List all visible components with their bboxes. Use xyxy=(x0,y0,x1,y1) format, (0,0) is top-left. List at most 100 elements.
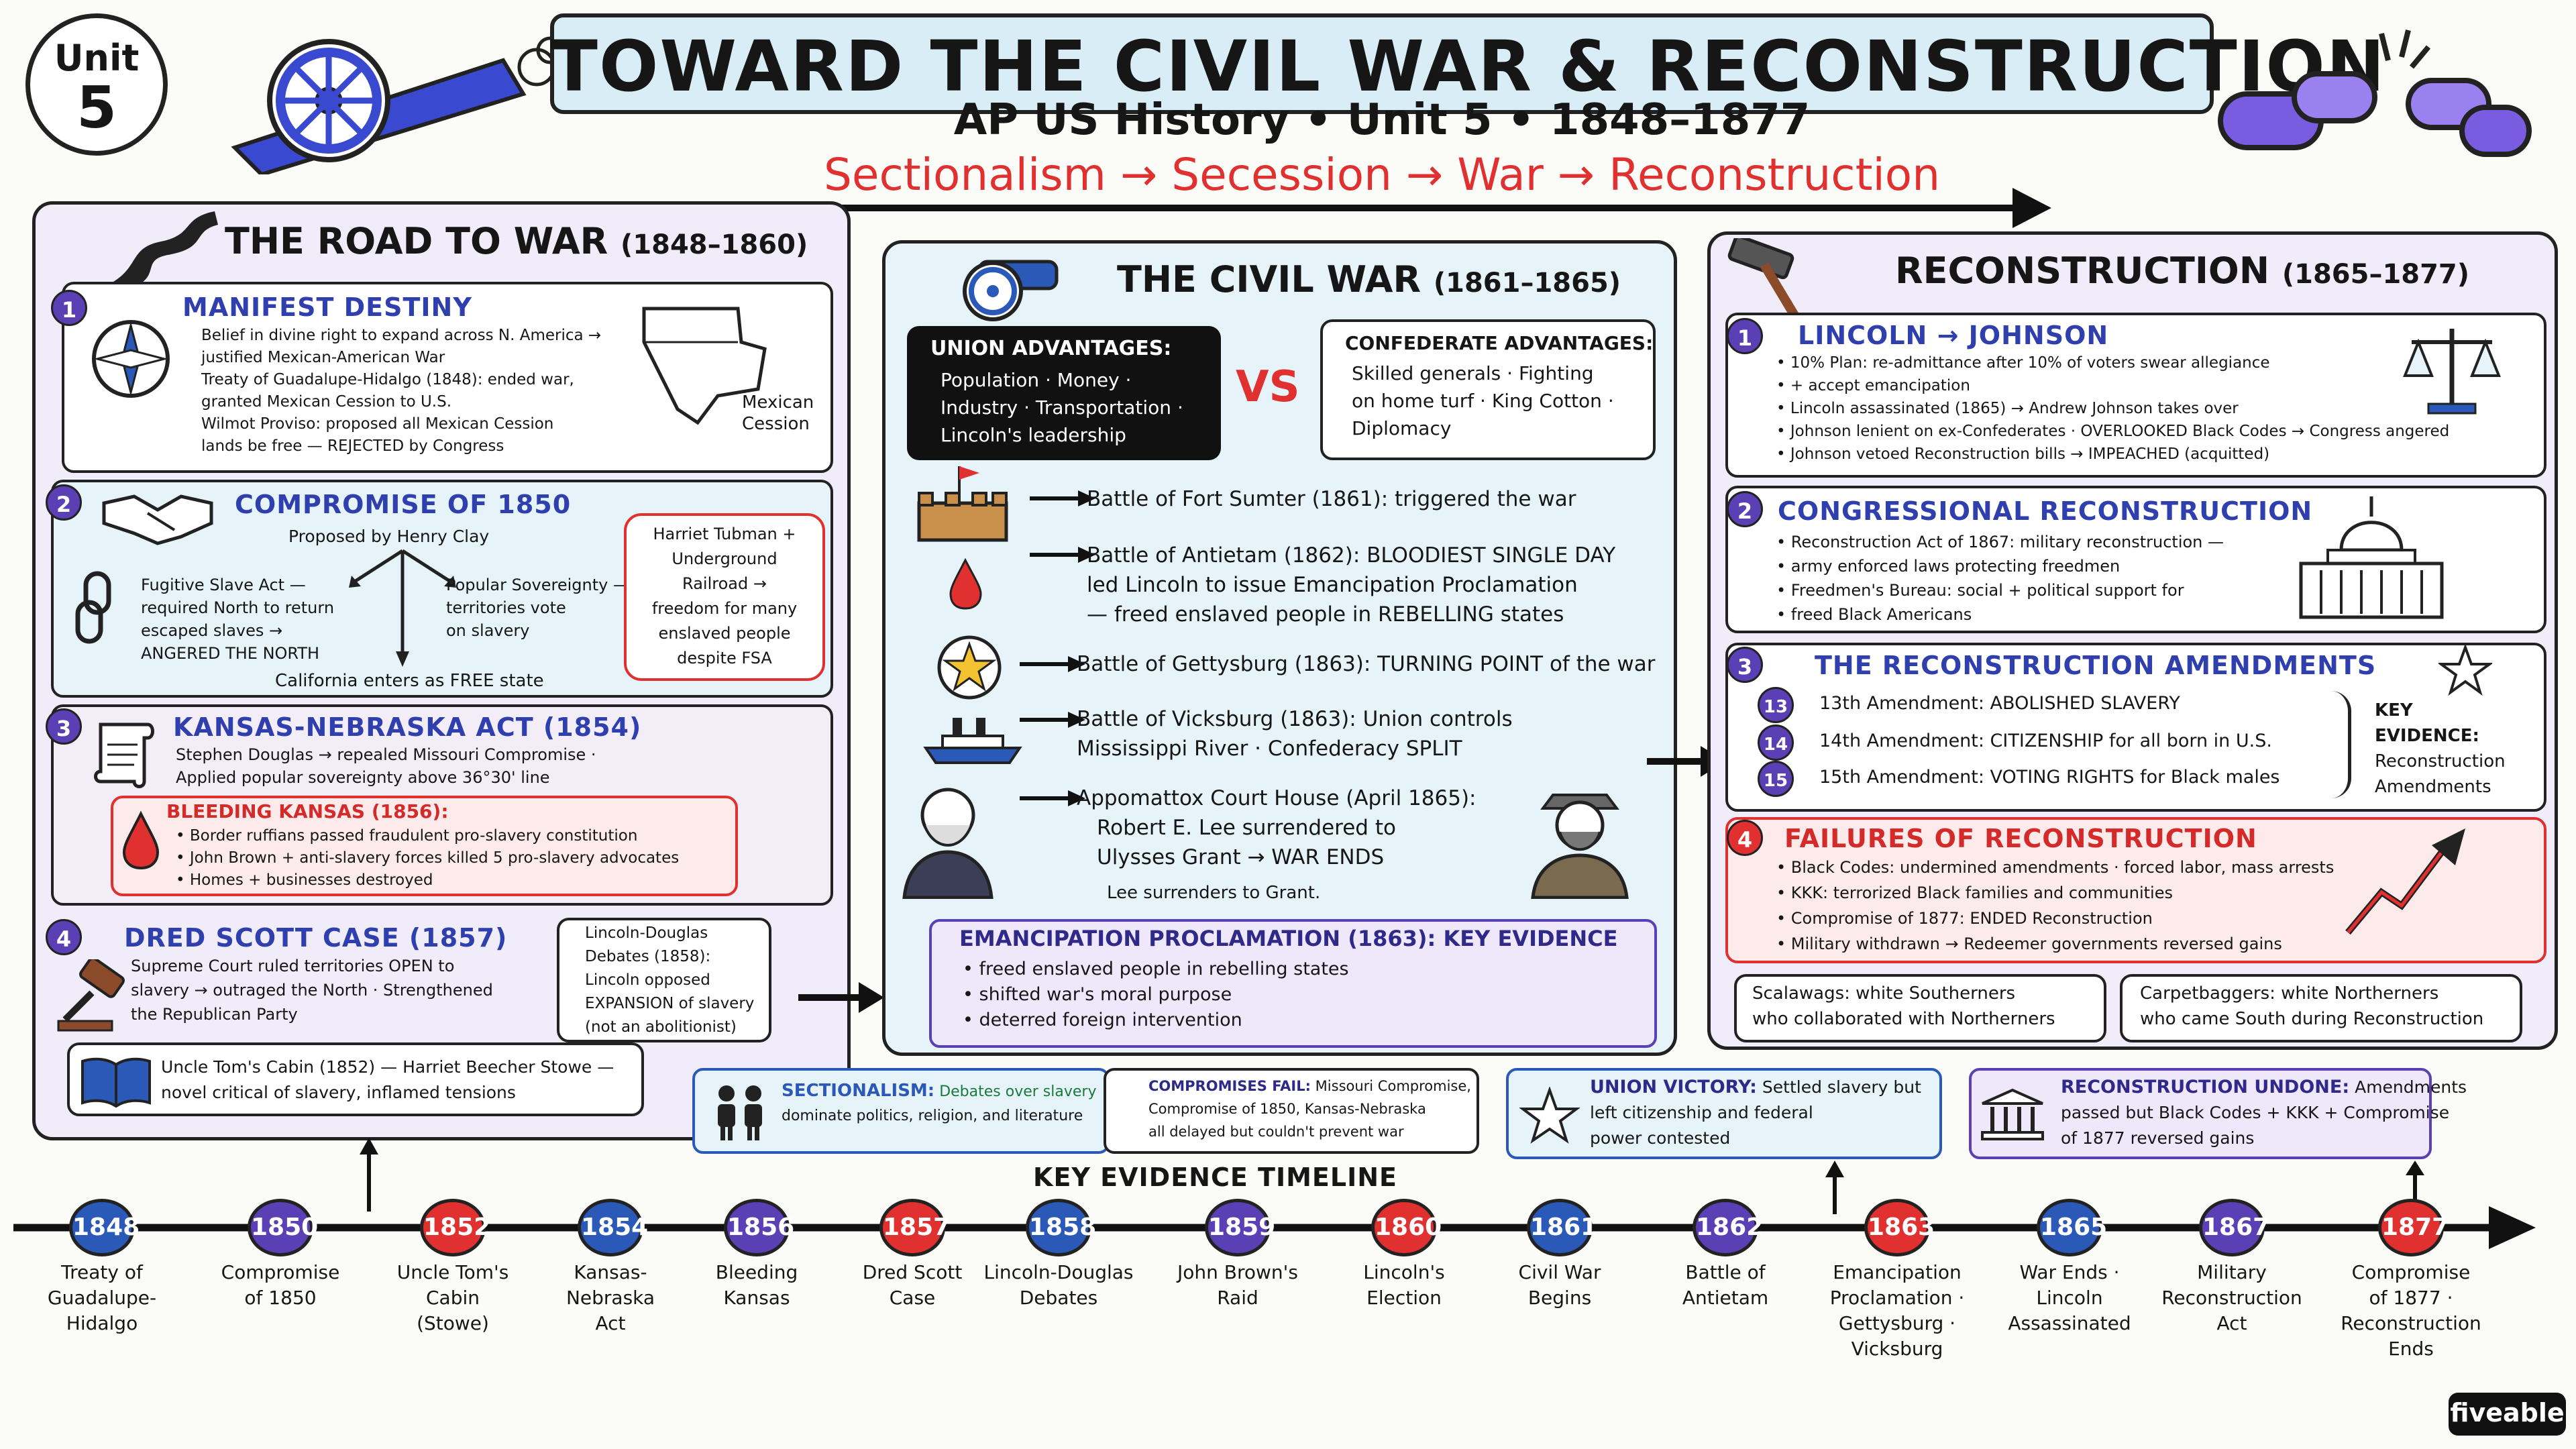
cannon-icon xyxy=(231,36,564,174)
california-text: California enters as FREE state xyxy=(275,671,544,691)
scales-icon xyxy=(2403,329,2501,415)
arrow-right-icon xyxy=(1020,712,1085,728)
timeline-year-1852: 1852 xyxy=(420,1199,490,1256)
battle-antietam: Battle of Antietam (1862): BLOODIEST SIN… xyxy=(1087,543,1616,627)
road-title: THE ROAD TO WAR (1848–1860) xyxy=(225,220,808,262)
timeline-year-1850: 1850 xyxy=(248,1199,318,1256)
branch-arrows-icon xyxy=(349,549,456,667)
timeline-year-1877: 1877 xyxy=(2378,1199,2449,1256)
blood-drop-icon xyxy=(122,810,160,870)
timeline-year-1861: 1861 xyxy=(1527,1199,1597,1256)
timeline-label-line: Hidalgo xyxy=(66,1312,138,1334)
section-number: 3 xyxy=(1727,647,1763,683)
amendments-brace xyxy=(2331,691,2351,798)
bleeding-kansas-list: Border ruffians passed fraudulent pro-sl… xyxy=(176,825,679,892)
courthouse-icon xyxy=(1981,1088,2044,1140)
timeline-label-line: Battle of xyxy=(1685,1261,1766,1283)
timeline-label-line: Begins xyxy=(1527,1287,1592,1309)
arrow-right-icon xyxy=(1030,490,1095,506)
timeline-year-1857: 1857 xyxy=(879,1199,950,1256)
arrow-right-icon xyxy=(1020,656,1085,672)
failures-list: Black Codes: undermined amendments · for… xyxy=(1776,855,2334,957)
lincoln-douglas-card xyxy=(557,918,771,1042)
timeline-label-line: Uncle Tom's xyxy=(396,1261,509,1283)
timeline-label-line: War Ends · xyxy=(2019,1261,2120,1283)
bleeding-kansas-title: BLEEDING KANSAS (1856): xyxy=(166,800,449,822)
timeline-label-line: Compromise xyxy=(221,1261,340,1283)
timeline-label-line: Proclamation · xyxy=(1829,1287,1965,1309)
civil-war-title: THE CIVIL WAR (1861–1865) xyxy=(1117,258,1621,301)
arrow-up-icon xyxy=(360,1138,378,1212)
union-victory-card xyxy=(1506,1068,1942,1159)
unit-label: Unit xyxy=(54,37,140,79)
timeline-year-1848: 1848 xyxy=(69,1199,140,1256)
timeline-year-1858: 1858 xyxy=(1026,1199,1096,1256)
section-number: 3 xyxy=(46,708,82,745)
amendment-13-text: 13th Amendment: ABOLISHED SLAVERY xyxy=(1819,693,2180,714)
lincoln-johnson-title: LINCOLN → JOHNSON xyxy=(1798,321,2109,350)
timeline-label-line: Civil War xyxy=(1518,1261,1601,1283)
uncle-toms-cabin-card xyxy=(67,1042,644,1116)
vs-label: VS xyxy=(1236,362,1300,412)
manifest-destiny-title: MANIFEST DESTINY xyxy=(182,292,472,322)
timeline-label-line: Bleeding xyxy=(715,1261,798,1283)
lincoln-johnson-list: 10% Plan: re-admittance after 10% of vot… xyxy=(1776,352,2449,466)
battle-gettysburg: Battle of Gettysburg (1863): TURNING POI… xyxy=(1077,652,1656,676)
amendments-title: THE RECONSTRUCTION AMENDMENTS xyxy=(1815,651,2377,680)
broken-chain-icon xyxy=(2218,30,2532,157)
arrow-up-icon xyxy=(1825,1161,1844,1214)
timeline-label-line: Lincoln-Douglas xyxy=(983,1261,1134,1283)
timeline-label-line: Assassinated xyxy=(2008,1312,2131,1334)
arrow-right-icon xyxy=(657,188,2051,228)
timeline-year-1854: 1854 xyxy=(578,1199,648,1256)
fugitive-slave-act-text: Fugitive Slave Act —required North to re… xyxy=(141,576,335,663)
timeline-label-line: Debates xyxy=(1019,1287,1098,1309)
hammer-icon xyxy=(1727,238,1799,318)
unit-badge: Unit 5 xyxy=(25,13,168,156)
portrait-grant-icon xyxy=(1531,794,1629,899)
manifest-destiny-text: Belief in divine right to expand across … xyxy=(201,327,602,455)
uncle-toms-cabin-text: Uncle Tom's Cabin (1852) — Harriet Beech… xyxy=(161,1057,614,1102)
confederate-advantages-title: CONFEDERATE ADVANTAGES: xyxy=(1345,332,1654,354)
book-icon xyxy=(81,1057,151,1108)
star-icon xyxy=(937,635,1002,700)
compromise-title: COMPROMISE OF 1850 xyxy=(235,490,572,519)
timeline-label-line: Reconstruction xyxy=(2161,1287,2302,1309)
timeline-label-line: Dred Scott xyxy=(862,1261,963,1283)
chain-icon xyxy=(75,571,111,644)
timeline-label-line: Lincoln's xyxy=(1363,1261,1445,1283)
cannon-icon xyxy=(963,260,1059,321)
timeline-year-1863: 1863 xyxy=(1864,1199,1935,1256)
emancipation-title: EMANCIPATION PROCLAMATION (1863): KEY EV… xyxy=(959,926,1618,951)
arrow-right-icon xyxy=(1030,547,1095,563)
timeline-year-1867: 1867 xyxy=(2199,1199,2269,1256)
timeline-label-line: Compromise xyxy=(2351,1261,2471,1283)
brand-logo: fiveable xyxy=(2449,1393,2566,1436)
timeline-label-line: Military xyxy=(2197,1261,2267,1283)
timeline-label-line: Treaty of xyxy=(61,1261,143,1283)
battle-fort-sumter: Battle of Fort Sumter (1861): triggered … xyxy=(1087,487,1576,511)
compass-icon xyxy=(92,320,170,398)
timeline-label-line: Cabin xyxy=(425,1287,480,1309)
carpetbaggers-card xyxy=(2120,974,2522,1042)
amendments-card xyxy=(1725,643,2546,812)
scroll-icon xyxy=(94,722,154,788)
scalawags-card xyxy=(1734,974,2106,1042)
amendment-14-text: 14th Amendment: CITIZENSHIP for all born… xyxy=(1819,731,2272,751)
arrow-right-icon xyxy=(1020,790,1085,806)
section-number: 4 xyxy=(1727,820,1763,856)
union-victory-text: UNION VICTORY: Settled slavery but left … xyxy=(1590,1077,1921,1148)
kansas-nebraska-title: KANSAS-NEBRASKA ACT (1854) xyxy=(173,712,642,742)
